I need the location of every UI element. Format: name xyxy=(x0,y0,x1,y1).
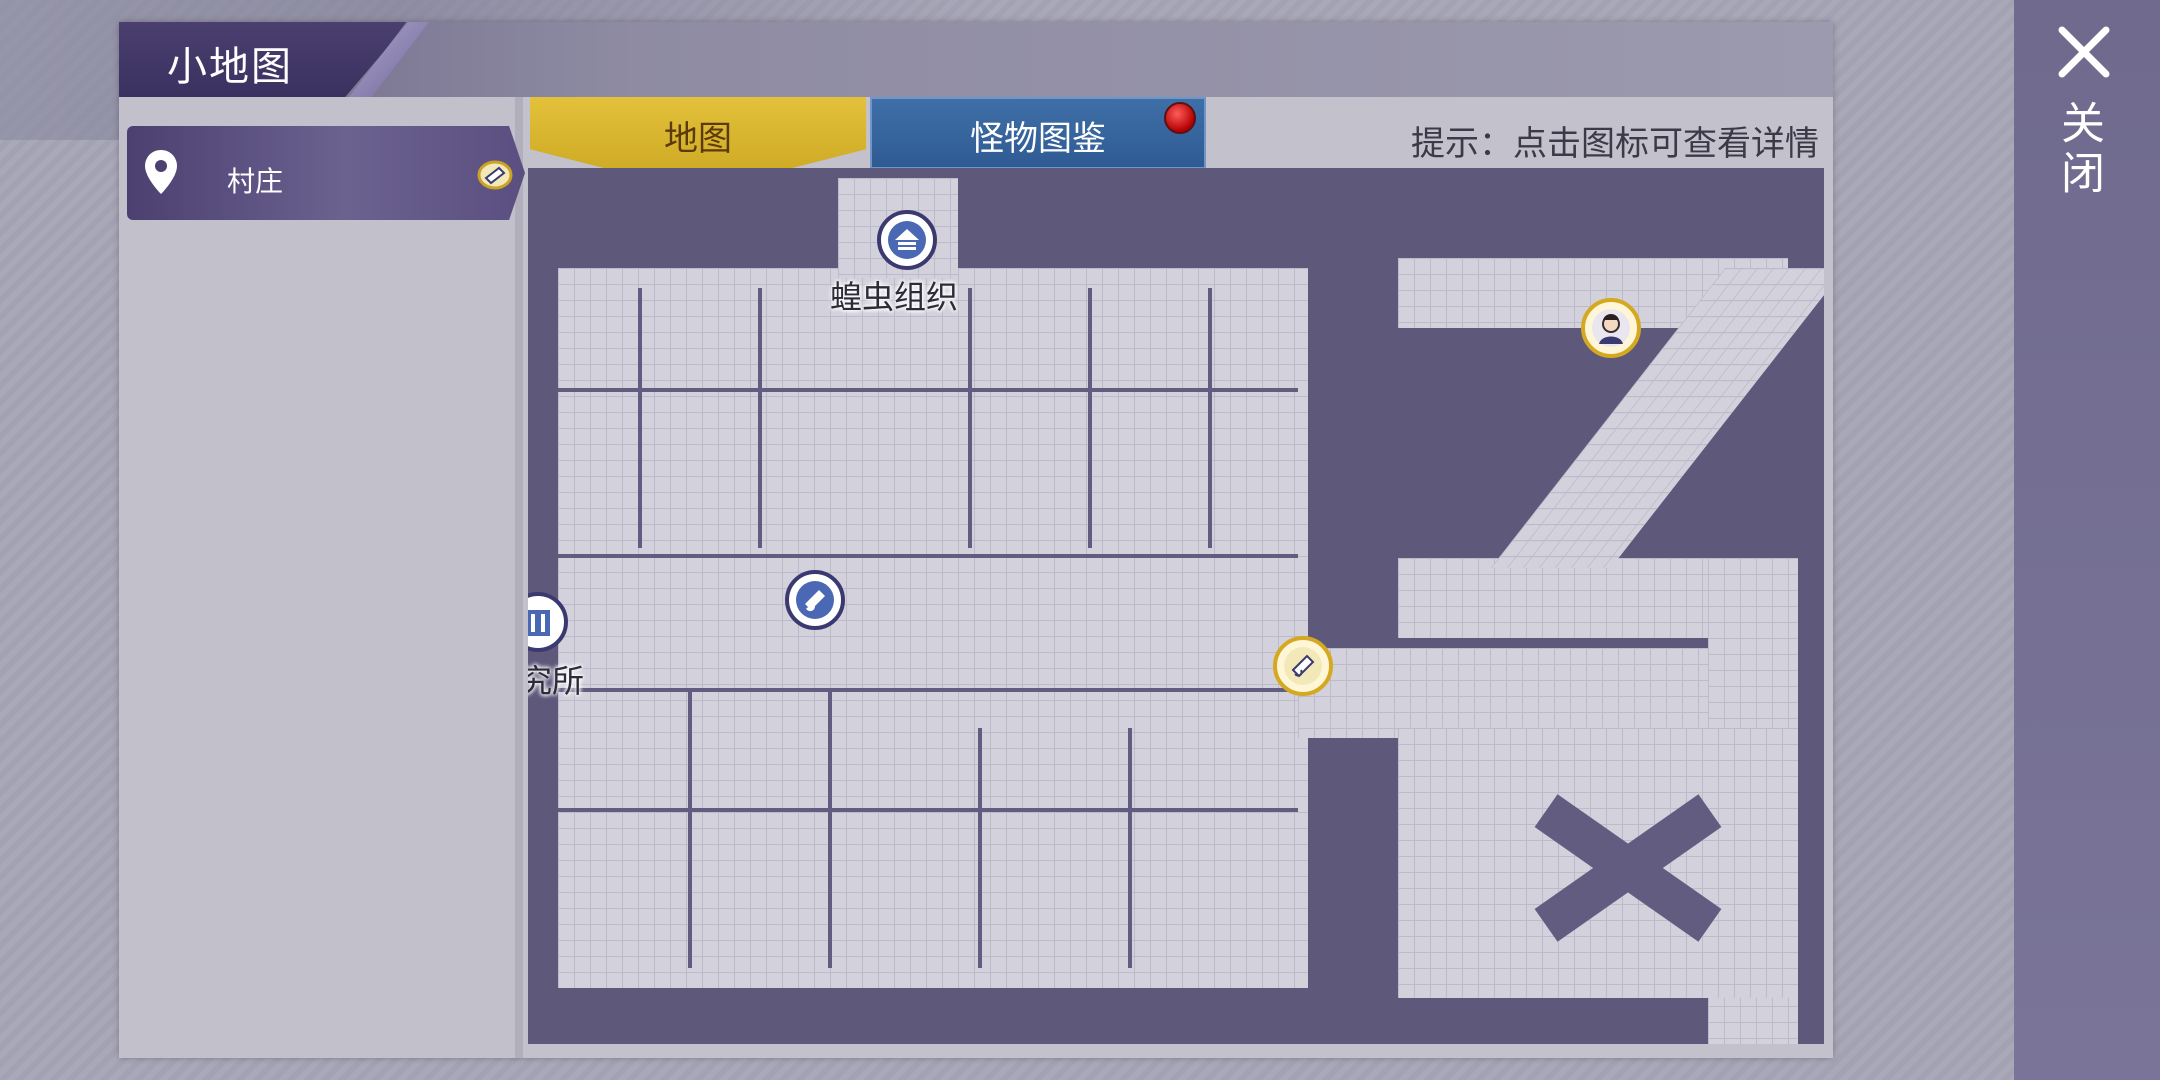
sidebar-item-label: 村庄 xyxy=(227,165,284,198)
map-floor xyxy=(558,268,1308,988)
map-wall xyxy=(828,688,832,968)
map-wall xyxy=(638,288,642,548)
notification-dot xyxy=(1164,102,1196,134)
location-pin-icon xyxy=(145,150,177,194)
close-panel[interactable]: 关闭 xyxy=(2014,0,2160,1080)
window-title: 小地图 xyxy=(167,44,293,90)
portrait-icon xyxy=(1592,309,1630,347)
scroll-marker[interactable] xyxy=(785,570,845,630)
map-wall xyxy=(558,388,1298,392)
scroll-icon xyxy=(1284,647,1322,685)
map-wall xyxy=(758,288,762,548)
sidebar-item-village[interactable]: 村庄 xyxy=(127,126,525,220)
map-wall xyxy=(558,688,1298,692)
scroll-marker-gold[interactable] xyxy=(1273,636,1333,696)
sidebar: 村庄 xyxy=(119,97,525,1058)
title-bar: 小地图 xyxy=(119,22,1833,97)
close-label: 关闭 xyxy=(2053,100,2104,200)
map-wall xyxy=(558,808,1298,812)
map-wall xyxy=(978,728,982,968)
minimap-panel: 小地图 村庄 地图 怪物图鉴 提示：点击图标可查看详情 xyxy=(119,22,1833,1058)
map-wall xyxy=(688,688,692,968)
map-floor xyxy=(1398,558,1728,638)
scroll-icon xyxy=(796,581,834,619)
building-icon xyxy=(528,610,550,636)
map-wall xyxy=(1088,288,1092,548)
tab-map-label: 地图 xyxy=(664,119,732,159)
hint-text: 提示：点击图标可查看详情 xyxy=(1411,124,1819,164)
research-label: 究所 xyxy=(528,662,585,700)
map-wall xyxy=(1128,728,1132,968)
map-wall xyxy=(968,288,972,548)
scroll-icon xyxy=(477,160,513,190)
map-wall xyxy=(1208,288,1212,548)
locust-org-marker[interactable] xyxy=(877,210,937,270)
tab-monster-label: 怪物图鉴 xyxy=(970,119,1106,159)
map-wall xyxy=(558,554,1298,558)
tab-monster-codex[interactable]: 怪物图鉴 xyxy=(870,97,1206,169)
house-icon xyxy=(888,221,926,259)
map-canvas[interactable]: 蝗虫组织 究所 xyxy=(528,168,1824,1044)
close-icon[interactable] xyxy=(2056,24,2112,80)
npc-portrait-marker[interactable] xyxy=(1581,298,1641,358)
locust-org-label: 蝗虫组织 xyxy=(830,278,959,316)
